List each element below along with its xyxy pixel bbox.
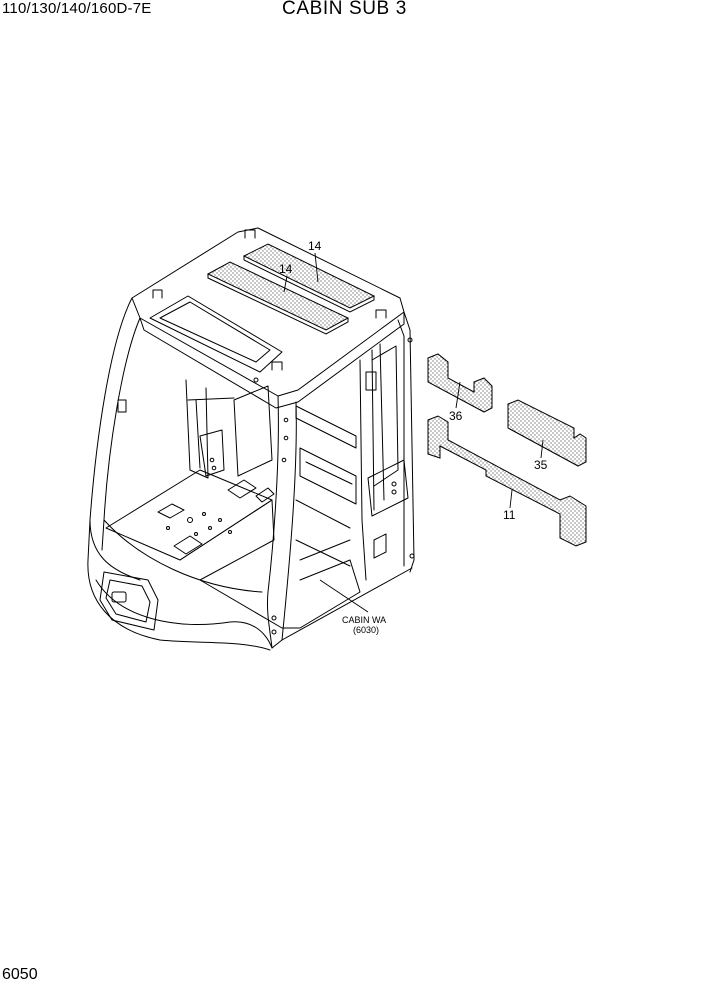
reference-label-name: CABIN WA <box>342 615 386 625</box>
page-title: CABIN SUB 3 <box>282 0 407 19</box>
callout-35: 35 <box>534 458 548 472</box>
callout-14-front: 14 <box>279 262 293 276</box>
callout-14-rear: 14 <box>308 239 322 253</box>
leader-lines <box>283 252 544 613</box>
insulation-pad-35 <box>507 399 587 467</box>
page-number: 6050 <box>2 966 38 983</box>
roof-mat-front <box>206 261 350 335</box>
insulation-pad-11 <box>427 415 587 547</box>
roof-mat-rear <box>242 243 376 313</box>
callout-11: 11 <box>503 508 516 522</box>
insulation-pad-36 <box>427 353 493 413</box>
cabin-body <box>87 227 415 651</box>
reference-label-code: (6030) <box>353 625 379 635</box>
callout-36: 36 <box>449 409 463 423</box>
model-number: 110/130/140/160D-7E <box>2 0 152 17</box>
